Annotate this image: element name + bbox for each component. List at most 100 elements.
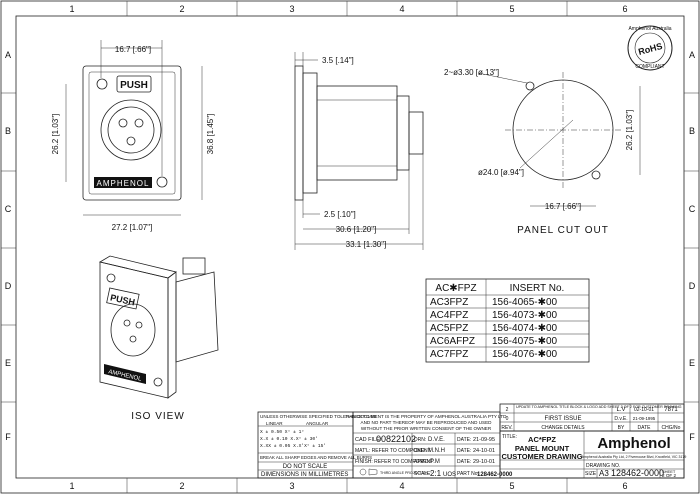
ckd-label: CKD: [414, 448, 426, 454]
date-label: DATE: [457, 448, 471, 454]
side-rear [396, 95, 410, 171]
company-name: Amphenol [597, 435, 670, 452]
drawing-no-label: DRAWING NO. [586, 463, 620, 469]
front-view: PUSH AMPHENOL 16.7 [.66"] 26.2 [1.03"] 3… [51, 40, 215, 232]
table-cell: AC5FPZ [430, 323, 468, 334]
appd: P.M [430, 459, 440, 465]
drn-label: DRN: [414, 437, 426, 443]
tol-row: X.XX ± 0.05 X.X'X° ± 15' [260, 443, 326, 449]
iso-push-latch [106, 287, 140, 310]
grid-column-labels-top: 1 2 3 4 5 6 [69, 4, 627, 14]
contact-pin [134, 118, 144, 128]
iso-pin [123, 319, 131, 327]
dim-holes: 2~ø3.30 [ø.13"] [444, 68, 499, 77]
table-border [425, 278, 590, 363]
rev-date: 21-09-1995 [633, 416, 656, 421]
iso-flange-top [98, 255, 177, 279]
property-text: AND NO PART THEREOF MAY BE REPRODUCED AN… [361, 420, 493, 425]
iso-tail [182, 257, 206, 275]
col-label: 4 [399, 481, 404, 491]
size: A3 [599, 469, 609, 478]
by-label: BY [618, 425, 625, 431]
table-cell: 156-4076-✱00 [492, 349, 558, 360]
side-view: 3.5 [.14"] 2.5 [.10"] 30.6 [1.20"] 33.1 … [294, 52, 424, 250]
logo-ring [627, 25, 673, 71]
col-label: 2 [179, 481, 184, 491]
part-label: PART No: [457, 471, 479, 477]
col-label: 1 [69, 481, 74, 491]
push-latch [116, 75, 152, 93]
dim-b: 30.6 [1.20"] [336, 225, 377, 234]
title-label: TITLE: [502, 434, 517, 440]
iso-caption: ISO VIEW [131, 411, 185, 422]
leader-line [519, 119, 574, 169]
dim-height-left: 26.2 [1.03"] [51, 114, 60, 155]
iso-hole [106, 273, 116, 283]
iso-pin [129, 335, 137, 343]
dim-c: 33.1 [1.30"] [346, 240, 387, 249]
tolerance-title: UNLESS OTHERWISE SPECIFIED TOLERANCE TO … [260, 414, 377, 419]
tol-linear: LINEAR [266, 421, 283, 426]
col-label: 1 [69, 4, 74, 14]
table-cell: 156-4074-✱00 [492, 323, 558, 334]
row-label: A [689, 50, 695, 60]
logo-bottom-text: COMPLIANT [635, 64, 664, 70]
property-text: THIS DOCUMENT IS THE PROPERTY OF AMPHENO… [346, 414, 508, 419]
row-label: B [689, 126, 695, 136]
col-label: 5 [509, 4, 514, 14]
leader-line [477, 72, 528, 84]
dim-diameter: ø24.0 [ø.94"] [478, 168, 524, 177]
grid-column-labels-bottom: 1 2 3 4 5 6 [69, 481, 627, 491]
iso-socket [110, 303, 156, 357]
grid-row-labels-left: A B C D E F [5, 50, 12, 442]
rev-text: UPDATE TO AMPHENOL TITLE BLOCK & LOGO AD… [516, 405, 682, 409]
sheet-label: SHEET [662, 469, 676, 474]
rohs-logo: Amphenol Australia RoHS COMPLIANT [627, 25, 673, 71]
title-area [499, 430, 685, 479]
table-cell: AC6AFPZ [430, 336, 475, 347]
cutout-hole [525, 81, 535, 91]
mount-hole [96, 78, 108, 90]
size-label: SIZE [585, 471, 597, 477]
table-cell: 156-4065-✱00 [492, 297, 558, 308]
socket-inner [107, 106, 155, 154]
col-label: 6 [622, 481, 627, 491]
contact-pin [118, 118, 128, 128]
dim-height: 26.2 [1.03"] [625, 110, 634, 151]
date-col-label: DATE [638, 425, 652, 431]
iso-pin [135, 321, 143, 329]
iso-push-label: PUSH [109, 292, 136, 307]
row-label: C [689, 204, 696, 214]
dim-flange: 3.5 [.14"] [322, 56, 354, 65]
side-tail [408, 111, 424, 155]
chg-label: CHG/No [662, 425, 681, 431]
row-label: E [689, 358, 695, 368]
row-label: E [5, 358, 11, 368]
push-label: PUSH [120, 80, 148, 91]
finish: FINISH: REFER TO COMPONENT [355, 459, 433, 465]
dim-width-bottom: 27.2 [1.07"] [112, 223, 153, 232]
date-3: 29-10-01 [473, 459, 495, 465]
insert-table: AC✱FPZ INSERT No. AC3FPZ 156-4065-✱00 AC… [425, 278, 590, 363]
change-details: CHANGE DETAILS [541, 425, 585, 431]
row-label: D [689, 281, 696, 291]
col-label: 3 [289, 4, 294, 14]
logo-middle-text: RoHS [637, 41, 663, 57]
cutout-caption: PANEL CUT OUT [517, 225, 609, 236]
title-line-1: AC*FPZ [528, 435, 556, 444]
dim-a: 2.5 [.10"] [324, 210, 356, 219]
row-label: A [5, 50, 11, 60]
front-flange [82, 65, 182, 201]
rev-num: 2 [506, 407, 509, 413]
front-flange-inner [88, 71, 176, 195]
contact-pin [126, 136, 136, 146]
col-label: 4 [399, 4, 404, 14]
dim-width-top: 16.7 [.66"] [115, 45, 151, 54]
cad-file-label: CAD FILE: [355, 437, 382, 443]
table-cell: 156-4075-✱00 [492, 336, 558, 347]
iso-brand-strip [104, 364, 146, 384]
side-flange [294, 65, 304, 201]
break-edges: BREAK ALL SHARP EDGES AND REMOVE ALL BUR… [260, 455, 372, 460]
